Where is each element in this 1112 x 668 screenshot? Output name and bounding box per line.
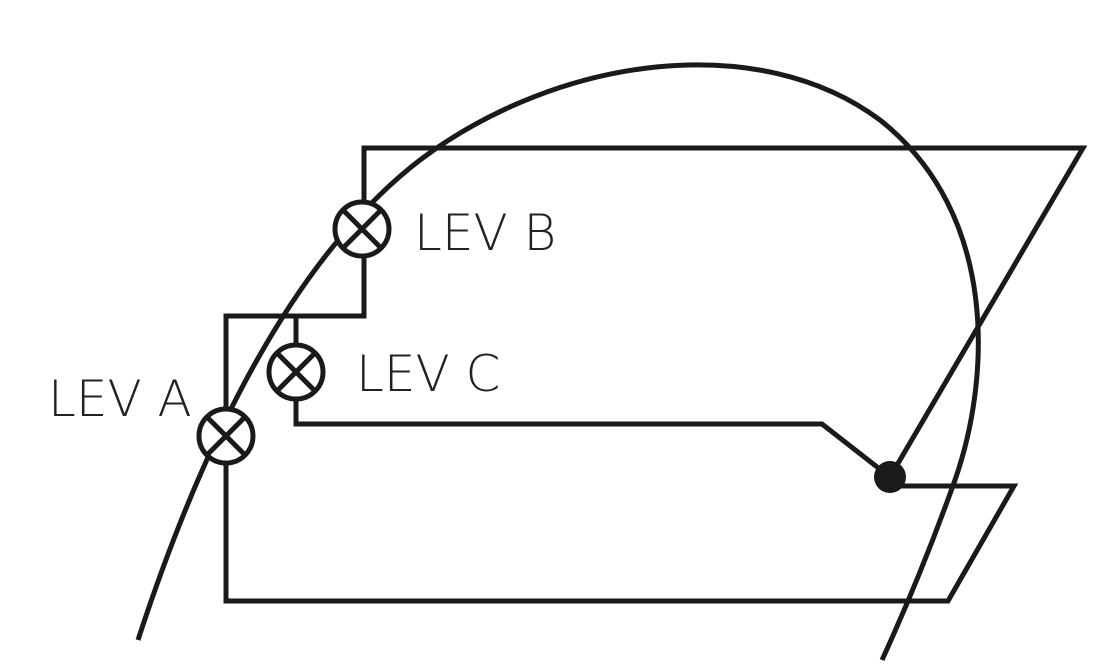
lev-c-valve-icon bbox=[266, 342, 326, 402]
junction-point bbox=[874, 461, 906, 493]
lev-c-label: LEV C bbox=[356, 345, 500, 403]
saturation-dome-curve bbox=[135, 62, 981, 662]
lev-b-valve-icon bbox=[332, 199, 392, 259]
lev-b-label: LEV B bbox=[414, 204, 556, 262]
lev-a-label: LEV A bbox=[48, 370, 192, 428]
lev-a-valve-icon bbox=[196, 406, 256, 466]
upper-cycle-line bbox=[361, 145, 1088, 479]
lower-cycle-line bbox=[223, 436, 1019, 604]
